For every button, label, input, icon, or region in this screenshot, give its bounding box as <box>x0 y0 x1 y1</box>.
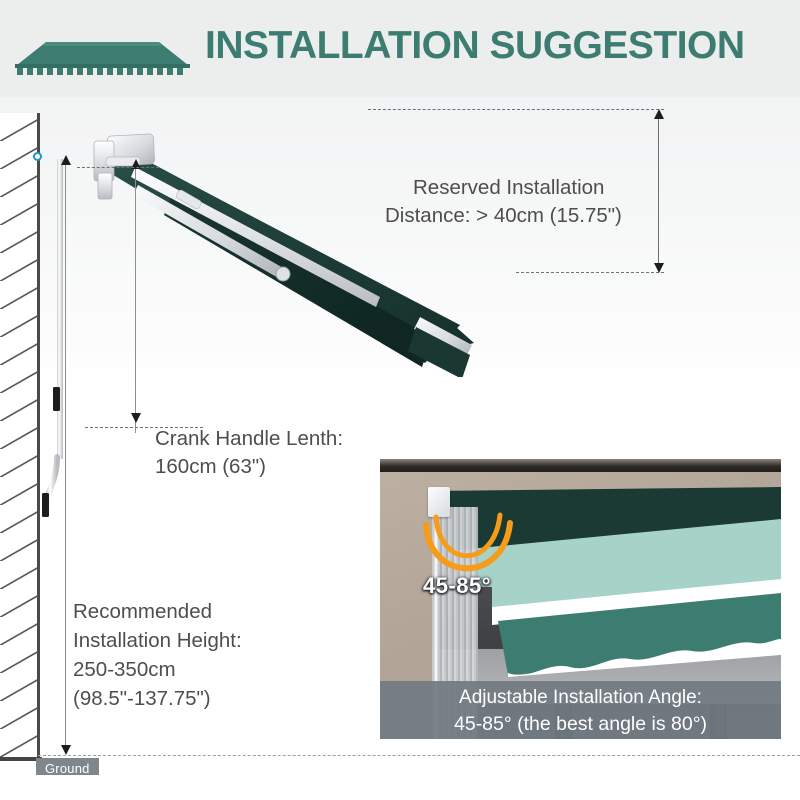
page-title: INSTALLATION SUGGESTION <box>205 24 745 67</box>
crank-bottom-dash <box>85 427 203 428</box>
wall-section <box>0 113 42 761</box>
diagram-canvas: Ground <box>0 97 800 800</box>
reserved-distance-line1: Reserved Installation <box>413 176 605 199</box>
installation-height-line1: Recommended <box>73 600 213 623</box>
photo-eave <box>380 459 781 472</box>
height-dim-arrow-top <box>60 155 71 165</box>
reserved-distance-dim-line <box>658 111 659 271</box>
footer-strip <box>0 775 800 800</box>
height-dim-arrow-bottom <box>60 745 71 755</box>
photo-caption-line1: Adjustable Installation Angle: <box>459 687 702 708</box>
installation-height-line3: 250-350cm <box>73 658 176 681</box>
awning-icon <box>10 34 195 79</box>
wall-reference-marker <box>33 152 42 161</box>
reserved-distance-arrow-bottom <box>653 263 664 273</box>
crank-handle-rod <box>0 97 200 547</box>
photo-caption-line2: 45-85° (the best angle is 80°) <box>454 713 707 735</box>
header-bar: INSTALLATION SUGGESTION <box>0 0 800 97</box>
photo-caption: Adjustable Installation Angle: 45-85° (t… <box>380 681 781 739</box>
reserved-distance-top-dash <box>368 109 664 110</box>
awning-illustration <box>80 127 500 379</box>
crank-handle-line2: 160cm (63") <box>155 455 266 478</box>
reserved-distance-arrow-top <box>653 109 664 119</box>
crank-handle-label: Crank Handle Lenth: 160cm (63") <box>155 425 343 481</box>
photo-mount-bracket <box>428 487 450 517</box>
crank-dim-arrow-bottom <box>130 413 141 423</box>
crank-top-dash <box>77 167 159 168</box>
reserved-distance-label: Reserved Installation Distance: > 40cm (… <box>385 174 622 230</box>
height-dim-line <box>65 165 66 753</box>
wall-edge-line <box>37 113 40 758</box>
photo-awning-shapes <box>432 487 781 677</box>
crank-handle-line1: Crank Handle Lenth: <box>155 427 344 450</box>
angle-arc-icon <box>423 512 513 572</box>
ground-line <box>38 755 800 756</box>
installation-angle-photo: 45-85° Adjustable Installation Angle: 45… <box>380 459 781 739</box>
crank-dim-arrow-top <box>130 159 141 169</box>
installation-height-line2: Installation Height: <box>73 629 242 652</box>
wall-base <box>0 757 42 761</box>
installation-height-label: Recommended Installation Height: 250-350… <box>73 597 242 713</box>
photo-crank-rod <box>434 515 439 739</box>
wall-hatch-pattern <box>0 113 40 758</box>
reserved-distance-line2: Distance: > 40cm (15.75") <box>385 204 622 227</box>
crank-dim-line <box>135 169 136 433</box>
ground-label: Ground <box>36 758 99 780</box>
angle-overlay-text: 45-85° <box>423 573 492 598</box>
installation-height-line4: (98.5"-137.75") <box>73 687 211 710</box>
reserved-distance-bottom-dash <box>516 272 664 273</box>
